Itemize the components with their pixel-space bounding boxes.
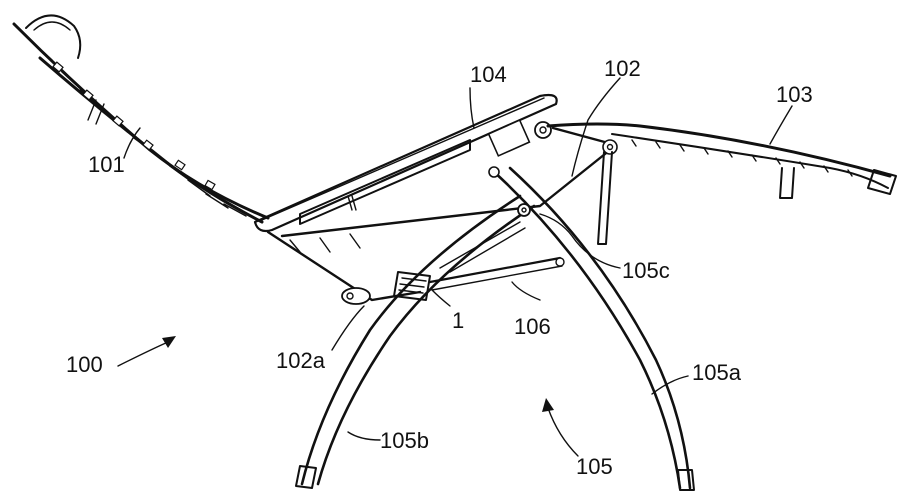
leader-103 [769,105,793,145]
pivot-102a-pin [346,292,354,300]
label-106: 106 [514,314,551,339]
legrest-pivot-pin [606,143,614,151]
legrest-hatching [631,139,853,177]
pivot-102a [341,287,371,305]
legrest-post-front [597,151,613,245]
backrest-clips [52,61,216,191]
backrest-brace [87,99,105,125]
label-105c: 105c [622,258,670,283]
label-102a: 102a [276,348,326,373]
legrest [546,122,897,245]
armrest-pivot-box [487,119,531,157]
pivot-105c-pin [521,207,527,213]
arrow-105-head [542,398,554,412]
crossbar-106 [428,256,562,284]
seat-side-rail [280,148,612,238]
seat-hatching [289,233,361,253]
pivot-105c [517,203,531,217]
legrest-post-rear [779,167,795,199]
headrest-inner-arc [33,21,71,31]
label-105: 105 [576,454,613,479]
headrest-arc [25,14,82,59]
leader-102 [571,77,621,177]
armrest [253,93,558,233]
arrow-100-head [162,336,176,348]
label-100: 100 [66,352,103,377]
reference-labels: 101 104 102 103 105c 1 106 102a 100 105a… [66,56,813,479]
rear-leg-105b-outer [300,194,522,486]
leader-106 [511,281,541,301]
rear-leg-foot [295,465,317,489]
leader-104 [469,87,475,129]
backrest [12,14,270,224]
legrest-end-cap [867,169,897,195]
leader-105a [651,375,689,395]
arrow-100-shaft [117,341,169,367]
arrow-105-shaft [547,407,579,457]
label-102: 102 [604,56,641,81]
lock-device-1 [393,271,431,301]
label-1: 1 [452,308,464,333]
armrest-board [253,93,558,233]
leader-105b [347,431,381,441]
legrest-bottom-rail [611,133,889,189]
lock-device-grip [398,277,427,294]
crossbar-106-lower [431,265,563,291]
crossbar-end-pivot [555,257,565,267]
leg-assembly [295,166,695,491]
leader-102a [331,305,365,351]
label-104: 104 [470,62,507,87]
legrest-top-rail [546,122,892,178]
upper-leg-pivot [488,166,500,178]
armrest-underside [299,139,471,225]
front-leg-105a-inner [508,166,692,490]
leader-101 [123,127,141,159]
leader-105c [539,213,621,269]
leader-lines [117,77,793,457]
label-103: 103 [776,82,813,107]
armrest-pivot-pin [539,126,547,134]
legrest-pivot [602,139,618,155]
crossbar-and-lock [393,221,565,301]
label-105b: 105b [380,428,429,453]
armrest-pivot-joint [534,121,552,139]
diagonal-strut [439,221,526,273]
leader-1 [431,289,451,307]
backrest-front-rail [12,22,270,220]
front-leg-foot [677,469,695,491]
label-101: 101 [88,152,125,177]
armrest-top-edge [261,97,545,221]
armrest-bracket [347,195,357,211]
seat-rear-rail [266,230,422,302]
label-105a: 105a [692,360,742,385]
front-leg-105a-outer [490,168,682,490]
